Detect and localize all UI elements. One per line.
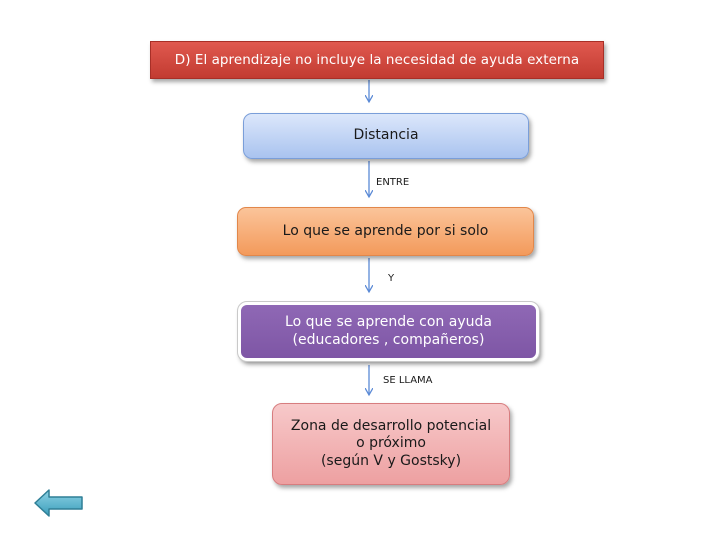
node-aprende-con-ayuda: Lo que se aprende con ayuda (educadores …	[237, 301, 540, 362]
connector-label-y: Y	[388, 273, 395, 284]
node-distancia-label: Distancia	[353, 127, 419, 144]
left-arrow-icon	[34, 489, 83, 517]
node-zona-desarrollo-label: Zona de desarrollo potencial o próximo (…	[290, 417, 492, 469]
node-aprende-con-ayuda-label: Lo que se aprende con ayuda (educadores …	[285, 314, 492, 348]
node-aprende-solo-label: Lo que se aprende por si solo	[282, 222, 489, 239]
node-zona-desarrollo: Zona de desarrollo potencial o próximo (…	[272, 403, 510, 485]
node-distancia: Distancia	[243, 113, 529, 159]
title-text: D) El aprendizaje no incluye la necesida…	[174, 51, 580, 68]
node-aprende-solo: Lo que se aprende por si solo	[237, 207, 534, 256]
connector-label-se-llama: SE LLAMA	[383, 375, 433, 386]
title-box: D) El aprendizaje no incluye la necesida…	[150, 41, 604, 79]
connector-label-entre: ENTRE	[376, 177, 410, 188]
back-button[interactable]	[33, 488, 85, 522]
